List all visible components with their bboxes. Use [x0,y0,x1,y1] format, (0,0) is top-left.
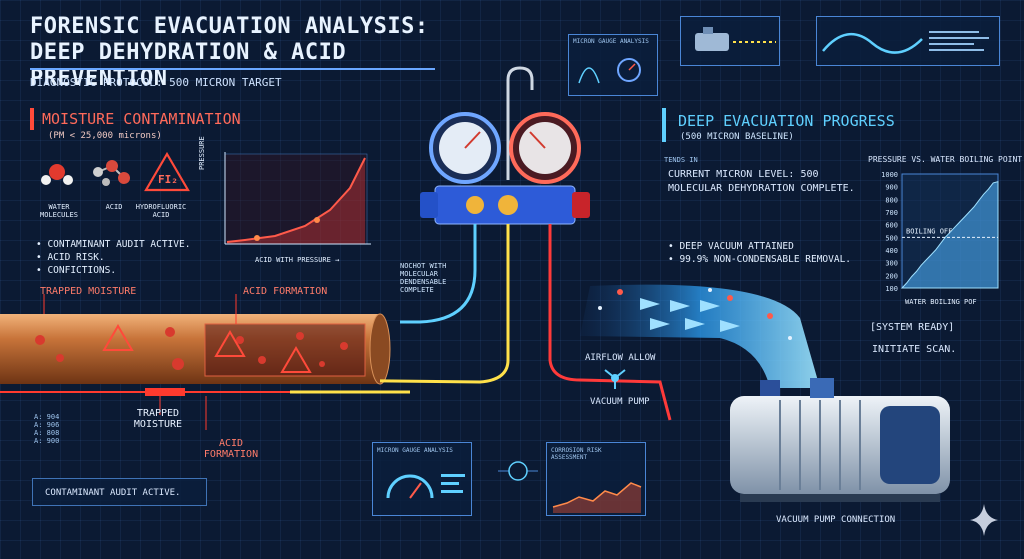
boiling-ytick-7: 300 [885,260,898,268]
boiling-ytick-5: 500 [885,234,898,242]
pressure-curve-chart [224,152,371,245]
deep-marker [662,108,666,142]
deep-bullet-1: • DEEP VACUUM ATTAINED [668,241,794,252]
deep-status: CURRENT MICRON LEVEL: 500 MOLECULAR DEHY… [668,169,855,194]
bullet-1: • CONTAMINANT AUDIT ACTIVE. [36,239,191,250]
hf-symbol: FI₂ [158,173,178,186]
hazard-triangle-icon [144,151,190,192]
vacuum-pump-icon [730,378,950,502]
boiling-point-chart: 1000 900 800 700 600 500 400 300 200 100 BOILING O… [881,171,999,293]
hook-icon [506,66,534,180]
pressure-xlabel: ACID WITH PRESSURE → [255,256,340,264]
bullet-2: • ACID RISK. [36,252,105,263]
moisture-heading: MOISTURE CONTAMINATION [42,110,241,128]
acid-molecule-icon [93,160,130,186]
moisture-bullets: • CONTAMINANT AUDIT ACTIVE. • ACID RISK.… [36,238,190,277]
bottom-micron-panel: MICRON GAUGE ANALYSIS [372,442,472,516]
water-molecules-label: WATER MOLECULES [40,203,78,219]
vacuum-pump-flow-label: VACUUM PUMP [590,397,650,407]
trapped-moisture-top: TRAPPED MOISTURE [40,286,137,297]
boiling-ytick-8: 200 [885,272,898,280]
boiling-ytick-1: 900 [885,184,898,192]
system-ready: [SYSTEM READY] [870,322,955,333]
moisture-marker [30,108,34,130]
pipe-hazard-icon-2 [214,330,246,357]
pipe-scale: A: 904 A: 906 A: 808 A: 900 [34,413,60,445]
hf-label: HYDROFLUORIC ACID [135,203,187,219]
acid-label: ACID [105,203,123,211]
boiling-chart-xlabel: WATER BOILING POF [905,298,977,306]
moisture-icons [41,151,190,192]
high-valve-knob [572,192,590,218]
pipe-hazard-icon-1 [102,324,134,351]
bullet-3: • CONFICTIONS. [36,265,117,276]
water-wave-icon [822,31,989,54]
vacuum-pump-mini-icon [695,27,776,51]
sparkle-icon [970,504,998,536]
deep-bullets: • DEEP VACUUM ATTAINED • 99.9% NON-CONDE… [668,240,851,266]
boiling-chart-title: PRESSURE VS. WATER BOILING POINT [868,155,1023,164]
boiling-ytick-4: 600 [885,222,898,230]
low-valve-knob [420,192,438,218]
corrosion-panel: CORROSION RISK ASSESSMENT [546,442,646,516]
audit-box: CONTAMINANT AUDIT ACTIVE. [32,478,207,506]
link-icon [498,461,538,481]
page-title: FORENSIC EVACUATION ANALYSIS: DEEP DEHYD… [30,14,429,91]
boiling-ytick-2: 800 [885,196,898,204]
acid-formation-top: ACID FORMATION [243,286,328,297]
airflow-fan-icon [604,369,626,389]
pressure-ylabel: PRESSURE [198,136,206,170]
trapped-moisture-bottom: TRAPPED MOISTURE [133,408,183,430]
boiling-ytick-9: 100 [885,285,898,293]
low-side-gauge-icon [429,112,501,184]
boiling-annotation: BOILING OFF [906,227,952,235]
vacuum-flow-stream [580,284,820,388]
boiling-ytick-0: 1000 [881,171,898,179]
page-subtitle: DIAGNOSTIC PROTOCOL: 500 MICRON TARGET [30,76,282,89]
water-molecule-icon [41,164,73,185]
deep-tag: TENDS IN [664,156,698,164]
airflow-label: AIRFLOW ALLOW [585,353,656,363]
copper-pipe [0,294,410,430]
deep-sub: (500 MICRON BASELINE) [680,132,794,142]
acid-formation-bottom: ACID FORMATION [203,438,259,460]
pump-icon-panel [680,16,780,66]
deep-heading: DEEP EVACUATION PROGRESS [678,112,895,130]
micron-panel-gauges [578,58,641,84]
bottom-gauge-icon [386,474,465,499]
gauge-note: NOCHOT WITH MOLECULAR DENDENSABLE COMPLE… [400,262,447,294]
corrosion-chart [552,482,642,513]
title-divider [30,68,435,70]
wave-panel [816,16,1000,66]
high-side-gauge-icon [509,112,581,184]
boiling-ytick-3: 700 [885,209,898,217]
pump-connection-label: VACUUM PUMP CONNECTION [776,515,896,525]
manifold-assembly [380,66,672,421]
deep-bullet-2: • 99.9% NON-CONDENSABLE REMOVAL. [668,254,852,265]
boiling-ytick-6: 400 [885,247,898,255]
boiling-series-area [900,180,999,289]
pipe-hazard-icon-3 [280,346,312,373]
top-micron-panel: MICRON GAUGE ANALYSIS [568,34,658,96]
initiate-scan[interactable]: INITIATE SCAN. [872,344,957,355]
moisture-sub: (PM < 25,000 microns) [48,131,162,141]
